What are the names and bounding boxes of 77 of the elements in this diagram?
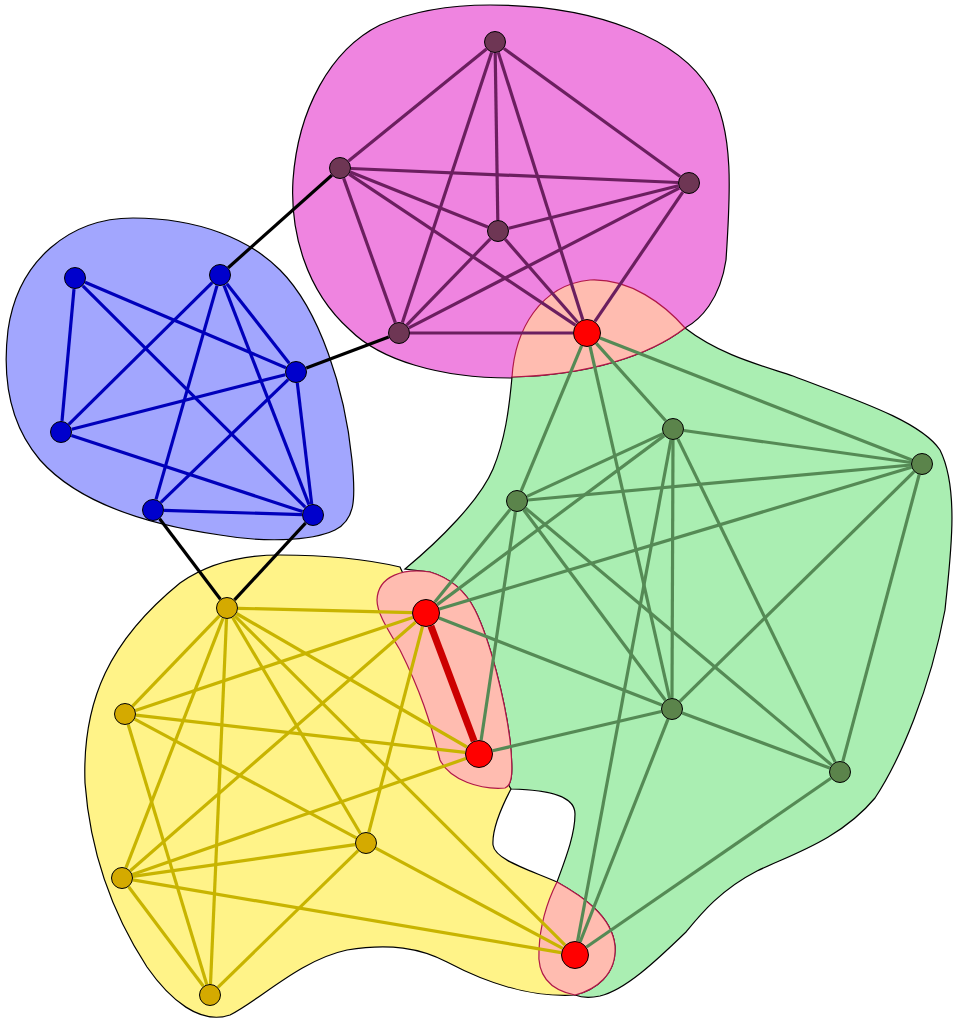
edge-line bbox=[349, 170, 489, 229]
edge-line bbox=[231, 616, 362, 835]
edge-line bbox=[124, 617, 225, 869]
edge-line bbox=[599, 336, 913, 462]
edge-line bbox=[81, 284, 307, 509]
edge-line bbox=[233, 614, 567, 947]
edge-line bbox=[132, 878, 562, 955]
edge-line bbox=[154, 285, 219, 500]
edge-line bbox=[681, 711, 831, 770]
edge-line bbox=[350, 166, 679, 185]
edge-line bbox=[438, 616, 663, 707]
cluster-region bbox=[404, 327, 953, 999]
edge-line bbox=[237, 606, 413, 615]
edge-line bbox=[222, 284, 311, 506]
edge-line bbox=[436, 434, 666, 606]
edge-line bbox=[593, 191, 685, 323]
edge-line bbox=[67, 281, 214, 426]
edge-line bbox=[502, 47, 682, 178]
edge-line bbox=[235, 612, 468, 749]
edge-line bbox=[433, 508, 512, 604]
edge-line bbox=[496, 52, 585, 321]
edge-line bbox=[60, 288, 76, 422]
edge-line bbox=[225, 282, 291, 365]
overlap-region bbox=[537, 881, 617, 996]
edge-line bbox=[585, 777, 832, 949]
edge-line bbox=[519, 345, 584, 492]
edge-line bbox=[504, 238, 579, 324]
edge-line bbox=[493, 52, 500, 221]
edge-line bbox=[126, 724, 209, 985]
edge-line bbox=[479, 511, 517, 741]
edge-line bbox=[508, 184, 679, 230]
edge-line bbox=[133, 717, 358, 840]
edge-line bbox=[135, 713, 466, 754]
edge-line bbox=[405, 237, 492, 327]
edge-line bbox=[71, 373, 286, 431]
edge-line bbox=[427, 624, 478, 743]
cluster-region bbox=[5, 217, 355, 541]
edge-line bbox=[134, 616, 414, 712]
edge-line bbox=[438, 465, 912, 611]
edge-line bbox=[527, 463, 912, 502]
edge-line bbox=[216, 849, 360, 989]
edge-line bbox=[676, 438, 837, 763]
edge-line bbox=[163, 508, 303, 517]
edge-line bbox=[132, 843, 356, 878]
edge-line bbox=[578, 718, 670, 943]
edge-line bbox=[374, 846, 564, 950]
edge-line bbox=[131, 614, 221, 708]
edge-line bbox=[127, 885, 205, 988]
edge-line bbox=[305, 335, 390, 370]
edge-line bbox=[524, 506, 833, 767]
edge-line bbox=[347, 47, 488, 163]
edge-line bbox=[841, 474, 921, 762]
edge-line bbox=[233, 522, 307, 601]
edge-line bbox=[158, 517, 222, 601]
edge-line bbox=[576, 439, 673, 942]
edge-line bbox=[683, 428, 912, 465]
edge-line bbox=[367, 626, 425, 833]
edge-line bbox=[678, 470, 916, 703]
edge-line bbox=[227, 174, 333, 269]
edge-line bbox=[84, 280, 287, 370]
edge-line bbox=[129, 621, 417, 872]
edge-line bbox=[526, 432, 664, 498]
edge-line bbox=[208, 618, 229, 985]
edge-line bbox=[295, 382, 314, 505]
edge-line bbox=[588, 346, 672, 699]
edge-line bbox=[410, 331, 573, 335]
edge-line bbox=[400, 51, 494, 324]
edge-line bbox=[492, 709, 662, 753]
edge-line bbox=[348, 172, 577, 327]
edge-line bbox=[131, 757, 467, 876]
edge-line bbox=[408, 186, 680, 330]
edge-line bbox=[159, 378, 290, 504]
edge-line bbox=[670, 440, 675, 698]
edge-line bbox=[342, 177, 397, 324]
edge-line bbox=[522, 508, 667, 702]
edge-line bbox=[595, 342, 667, 422]
edge-line bbox=[70, 433, 304, 514]
